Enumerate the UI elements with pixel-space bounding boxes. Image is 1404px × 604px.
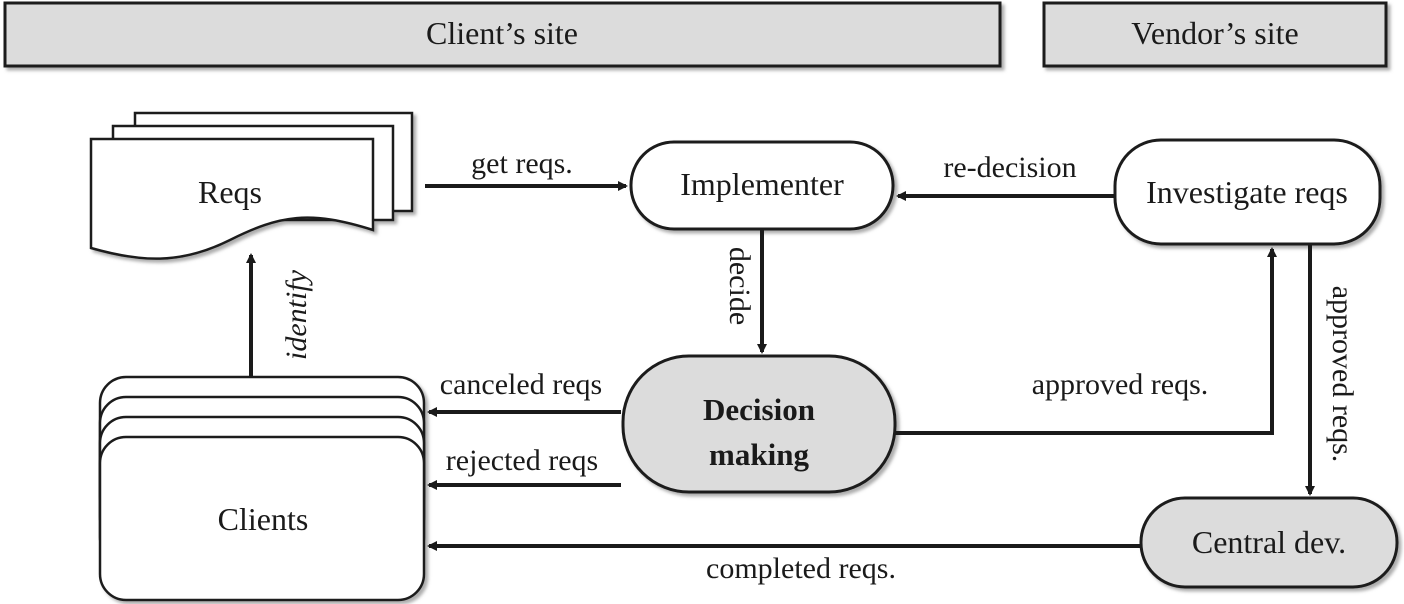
completed-label: completed reqs. (706, 552, 896, 585)
central-dev-node: Central dev. (1139, 496, 1399, 589)
identify-label: identify (280, 269, 313, 360)
re-decision-label: re-decision (943, 151, 1076, 184)
decision-label-line2: making (709, 437, 809, 472)
rejected-label: rejected reqs (446, 444, 598, 477)
decision-node: Decision making (621, 354, 897, 494)
canceled-label: canceled reqs (440, 368, 602, 401)
implementer-node: Implementer (629, 140, 895, 231)
approved-to-investigate-arrow (895, 247, 1277, 435)
central-dev-label: Central dev. (1192, 524, 1346, 560)
approved-horizontal-label: approved reqs. (1032, 368, 1209, 401)
investigate-label: Investigate reqs (1146, 174, 1348, 210)
reqs-documents (89, 111, 414, 260)
reqs-label: Reqs (198, 174, 262, 210)
approved-vertical-label: approved reqs. (1326, 286, 1359, 463)
clients-stack (98, 375, 426, 602)
client-site-header: Client’s site (3, 1, 1002, 68)
decision-label-line1: Decision (703, 392, 815, 427)
client-site-label: Client’s site (426, 15, 578, 51)
get-reqs-label: get reqs. (471, 147, 573, 180)
implementer-label: Implementer (680, 166, 844, 202)
vendor-site-label: Vendor’s site (1131, 15, 1298, 51)
decide-label: decide (723, 247, 756, 325)
clients-label: Clients (218, 501, 309, 537)
vendor-site-header: Vendor’s site (1042, 1, 1388, 68)
investigate-node: Investigate reqs (1113, 138, 1382, 246)
